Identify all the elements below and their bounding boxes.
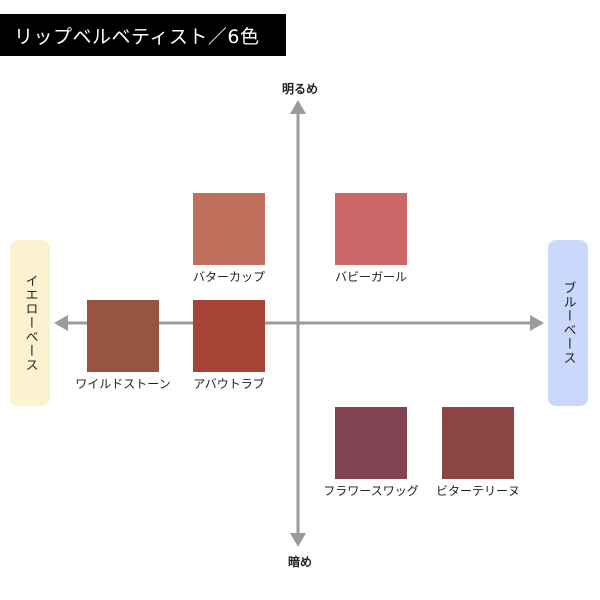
swatch-buttercup [193, 193, 265, 265]
swatch-label-bitterterrine: ビターテリーヌ [435, 484, 520, 498]
left-arrow-icon [54, 315, 68, 331]
yellow-base-text: イエローベース [22, 274, 38, 372]
swatch-aboutlove [193, 300, 265, 372]
swatch-label-babygirl: バビーガール [334, 270, 407, 284]
swatch-flowerswag [335, 407, 407, 479]
down-arrow-icon [290, 533, 306, 547]
swatch-label-aboutlove: アバウトラブ [193, 377, 265, 391]
swatch-babygirl [335, 193, 407, 265]
blue-base-text: ブルーベース [560, 281, 576, 365]
up-arrow-icon [290, 100, 306, 114]
blue-base-label: ブルーベース [548, 240, 588, 406]
swatch-label-flowerswag: フラワースワッグ [323, 484, 419, 498]
swatch-label-wildstone: ワイルドストーン [75, 377, 171, 391]
yellow-base-label: イエローベース [10, 240, 50, 406]
swatch-label-buttercup: バターカップ [192, 270, 265, 284]
title-text: リップベルベティスト／6色 [14, 25, 260, 48]
axis-label-dark: 暗め [287, 555, 312, 569]
swatch-wildstone [87, 300, 159, 372]
axis-label-bright: 明るめ [281, 82, 318, 96]
page-title: リップベルベティスト／6色 [0, 14, 286, 56]
right-arrow-icon [530, 315, 544, 331]
swatch-bitterterrine [442, 407, 514, 479]
